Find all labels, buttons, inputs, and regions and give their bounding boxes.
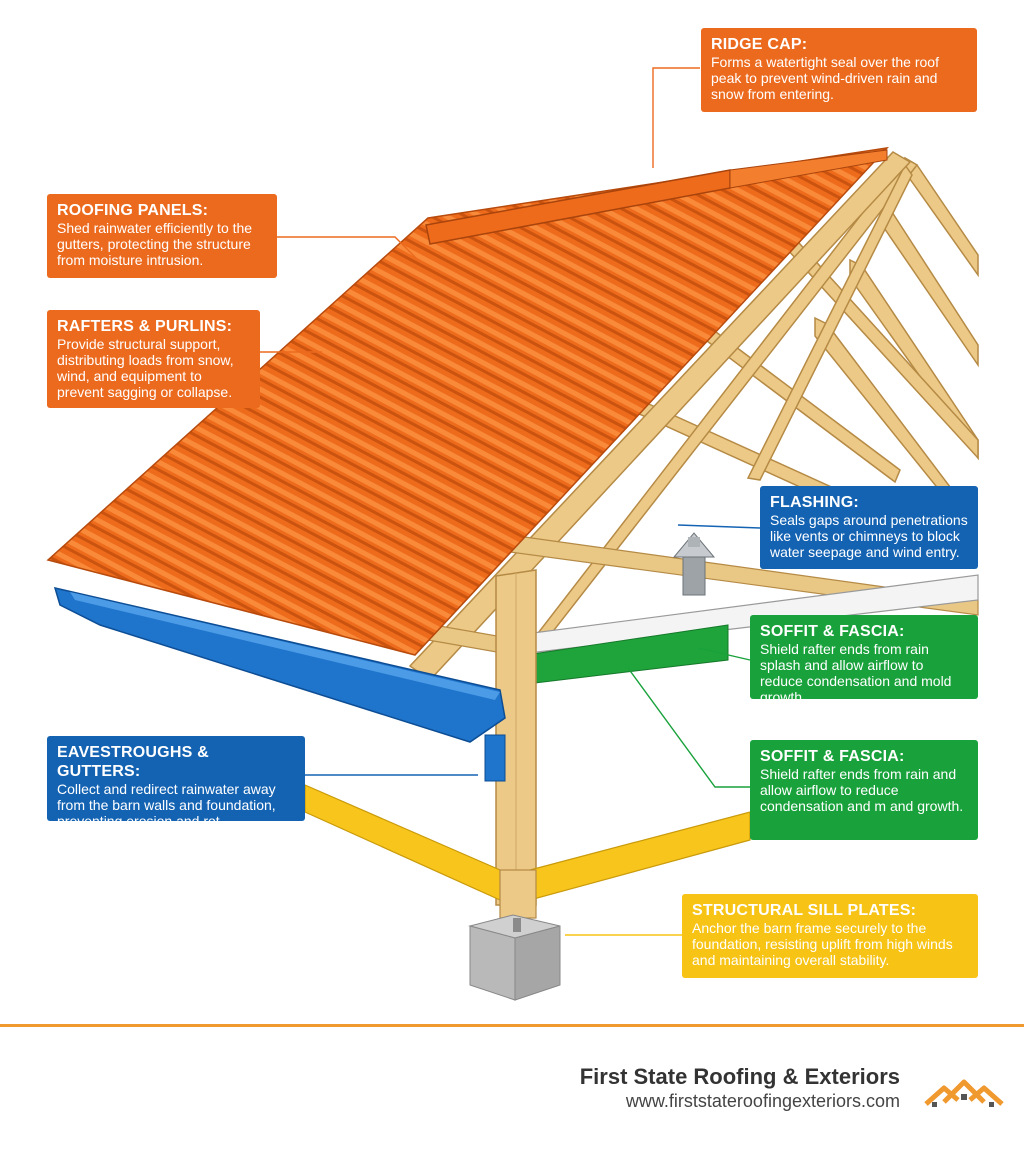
callout-flashing: FLASHING: Seals gaps around penetrations… <box>760 486 978 569</box>
callout-sill-plates: STRUCTURAL SILL PLATES: Anchor the barn … <box>682 894 978 978</box>
post-base <box>499 869 537 919</box>
callout-title: RIDGE CAP: <box>711 36 808 53</box>
concrete-footing <box>468 914 561 1001</box>
callout-roofing-panels: ROOFING PANELS: Shed rainwater efficient… <box>47 194 277 278</box>
leader-line <box>277 236 421 263</box>
callout-title: SOFFIT & FASCIA: <box>760 748 905 765</box>
sill-plate <box>529 811 751 901</box>
vent-pipe <box>672 532 716 596</box>
callout-text: Forms a watertight seal over the roof pe… <box>711 54 939 102</box>
rafter <box>746 163 913 481</box>
company-url[interactable]: www.firststateroofingexteriors.com <box>625 1091 900 1111</box>
callout-text: Provide structural support, distributing… <box>57 336 234 400</box>
downspout <box>484 734 506 782</box>
leader-line <box>627 667 750 788</box>
leader-line <box>677 524 761 529</box>
callout-text: Anchor the barn frame securely to the fo… <box>692 920 953 968</box>
callout-text: Seals gaps around penetrations like vent… <box>770 512 968 560</box>
callout-title: STRUCTURAL SILL PLATES: <box>692 902 917 919</box>
leader-line <box>652 67 700 168</box>
callout-rafters-purlins: RAFTERS & PURLINS: Provide structural su… <box>47 310 260 408</box>
callout-text: Collect and redirect rainwater away from… <box>57 781 276 829</box>
callout-title: ROOFING PANELS: <box>57 202 209 219</box>
house-roofs-logo-icon <box>924 1079 1004 1107</box>
gutter <box>53 586 506 782</box>
callout-ridge-cap: RIDGE CAP: Forms a watertight seal over … <box>701 28 977 112</box>
leader-line <box>697 647 751 661</box>
company-name: First State Roofing & Exteriors <box>579 1064 900 1089</box>
footer-divider <box>0 1024 1024 1027</box>
callout-text: Shed rainwater efficiently to the gutter… <box>57 220 253 268</box>
roof-diagram <box>46 67 979 1001</box>
callout-soffit-fascia-2: SOFFIT & FASCIA: Shield rafter ends from… <box>750 740 978 840</box>
callout-text: Shield rafter ends from rain splash and … <box>760 641 952 705</box>
callout-title: EAVESTROUGHS & GUTTERS: <box>57 744 209 780</box>
callout-title: RAFTERS & PURLINS: <box>57 318 233 335</box>
callout-soffit-fascia: SOFFIT & FASCIA: Shield rafter ends from… <box>750 615 978 705</box>
sill-plate <box>304 784 501 901</box>
callout-title: SOFFIT & FASCIA: <box>760 623 905 640</box>
callout-title: FLASHING: <box>770 494 859 511</box>
callout-eavestroughs-gutters: EAVESTROUGHS & GUTTERS: Collect and redi… <box>47 736 305 829</box>
leader-lines <box>260 67 761 936</box>
callout-text: Shield rafter ends from rain and allow a… <box>760 766 964 814</box>
